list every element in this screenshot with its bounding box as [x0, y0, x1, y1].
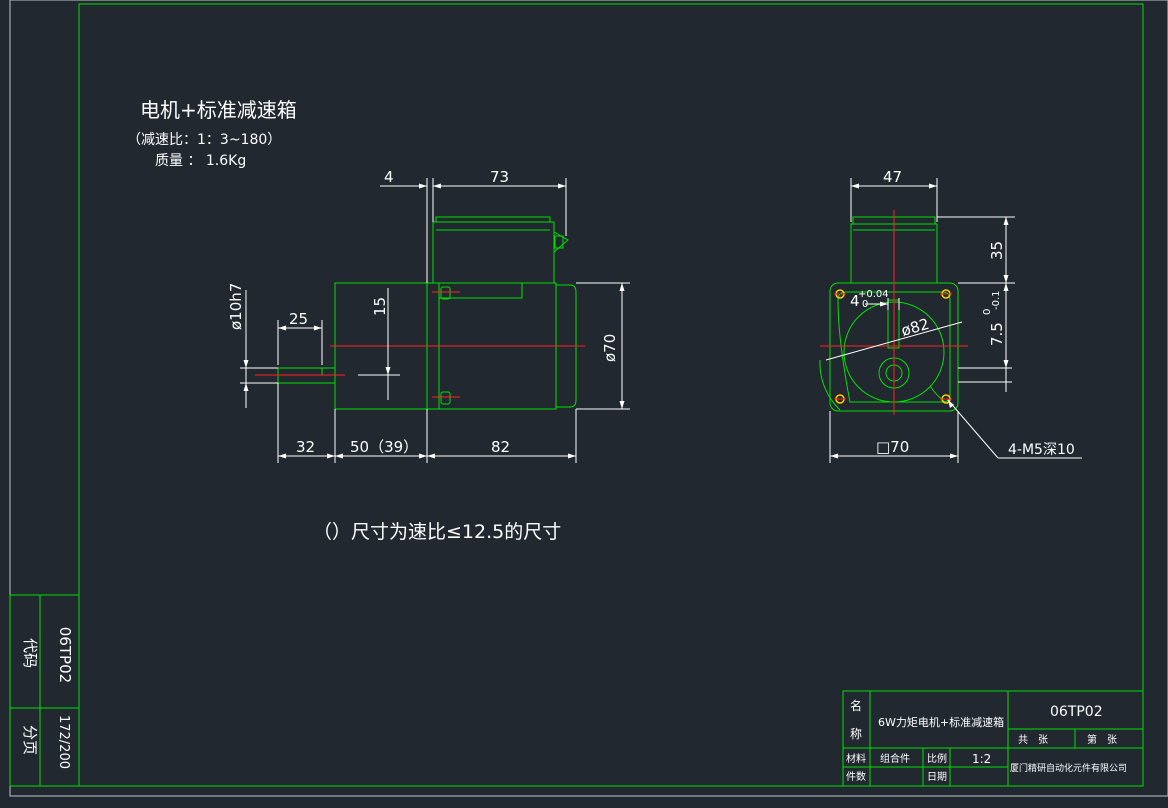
dim-key-depth-tol-upper: 0 [982, 309, 993, 315]
code-value: 06TP02 [56, 627, 74, 683]
page-label: 分页 [21, 725, 39, 755]
dim-shaft-diameter: ø10h7 [227, 283, 245, 330]
dim-47: 47 [883, 168, 902, 186]
front-view-dimension-lines [825, 178, 1082, 463]
front-view-outline [819, 216, 959, 412]
dim-key-depth-tol-lower: -0.1 [991, 290, 1002, 310]
dim-square-70: □70 [876, 438, 909, 456]
count-label: 件数 [846, 770, 866, 783]
title-block: 名 称 6W力矩电机+标准减速箱 06TP02 共 张 第 张 材料 组合件 比… [842, 690, 1144, 787]
dim-pcd: ø82 [899, 315, 931, 340]
scale-value: 1:2 [972, 752, 991, 766]
company-name: 厦门精研自动化元件有限公司 [1010, 762, 1127, 774]
dim-mounting-holes: 4-M5深10 [1008, 442, 1075, 458]
front-view-dimension-arrows [830, 183, 1009, 459]
code-label: 代码 [21, 638, 39, 668]
side-view-centerlines [255, 291, 585, 398]
front-view-dimension-labels: 47 35 4 +0.04 0 ø82 7.5 0 -0.1 □70 4-M5深… [850, 168, 1075, 458]
dim-25: 25 [289, 310, 308, 328]
dim-15: 15 [371, 297, 389, 316]
drawing-title: 电机+标准减速箱 [140, 98, 297, 122]
dim-32: 32 [296, 438, 315, 456]
dim-key-width: 4 [850, 292, 860, 310]
dim-body-diameter: ø70 [601, 334, 619, 362]
ratio-note: （减速比：1：3~180） [127, 132, 281, 148]
mass-note: 质量 ： 1.6Kg [155, 153, 246, 169]
drawing-frame [78, 3, 1144, 787]
dim-35: 35 [988, 241, 1006, 260]
part-name: 6W力矩电机+标准减速箱 [878, 715, 1004, 729]
name-label-2: 称 [850, 727, 862, 741]
dim-key-tol-lower: 0 [862, 299, 868, 310]
name-label-1: 名 [850, 698, 862, 713]
dim-73: 73 [490, 168, 509, 186]
dim-key-depth: 7.5 [988, 322, 1006, 346]
sheet-border [9, 0, 1168, 797]
page-value: 172/200 [56, 715, 71, 769]
scale-label: 比例 [927, 752, 947, 765]
drawing-code: 06TP02 [1050, 704, 1103, 720]
footnote: （）尺寸为速比≤12.5的尺寸 [313, 521, 561, 543]
material-value: 组合件 [880, 752, 910, 765]
side-view-dimension-arrows [243, 183, 625, 459]
front-view-centerlines [820, 210, 968, 415]
dim-key-tol-upper: +0.04 [858, 289, 889, 300]
material-label: 材料 [846, 752, 866, 765]
date-label: 日期 [927, 771, 947, 783]
sheet-number: 第 张 [1087, 733, 1117, 746]
total-sheets: 共 张 [1018, 734, 1048, 746]
dim-50-39: 50（39） [350, 438, 418, 456]
side-view-dimension-labels: 4 73 25 15 ø10h7 ø70 32 50（39） 82 [227, 168, 619, 456]
dim-82: 82 [491, 438, 510, 456]
left-code-strip: 代码 06TP02 分页 172/200 [9, 594, 80, 787]
dim-4: 4 [384, 168, 394, 186]
